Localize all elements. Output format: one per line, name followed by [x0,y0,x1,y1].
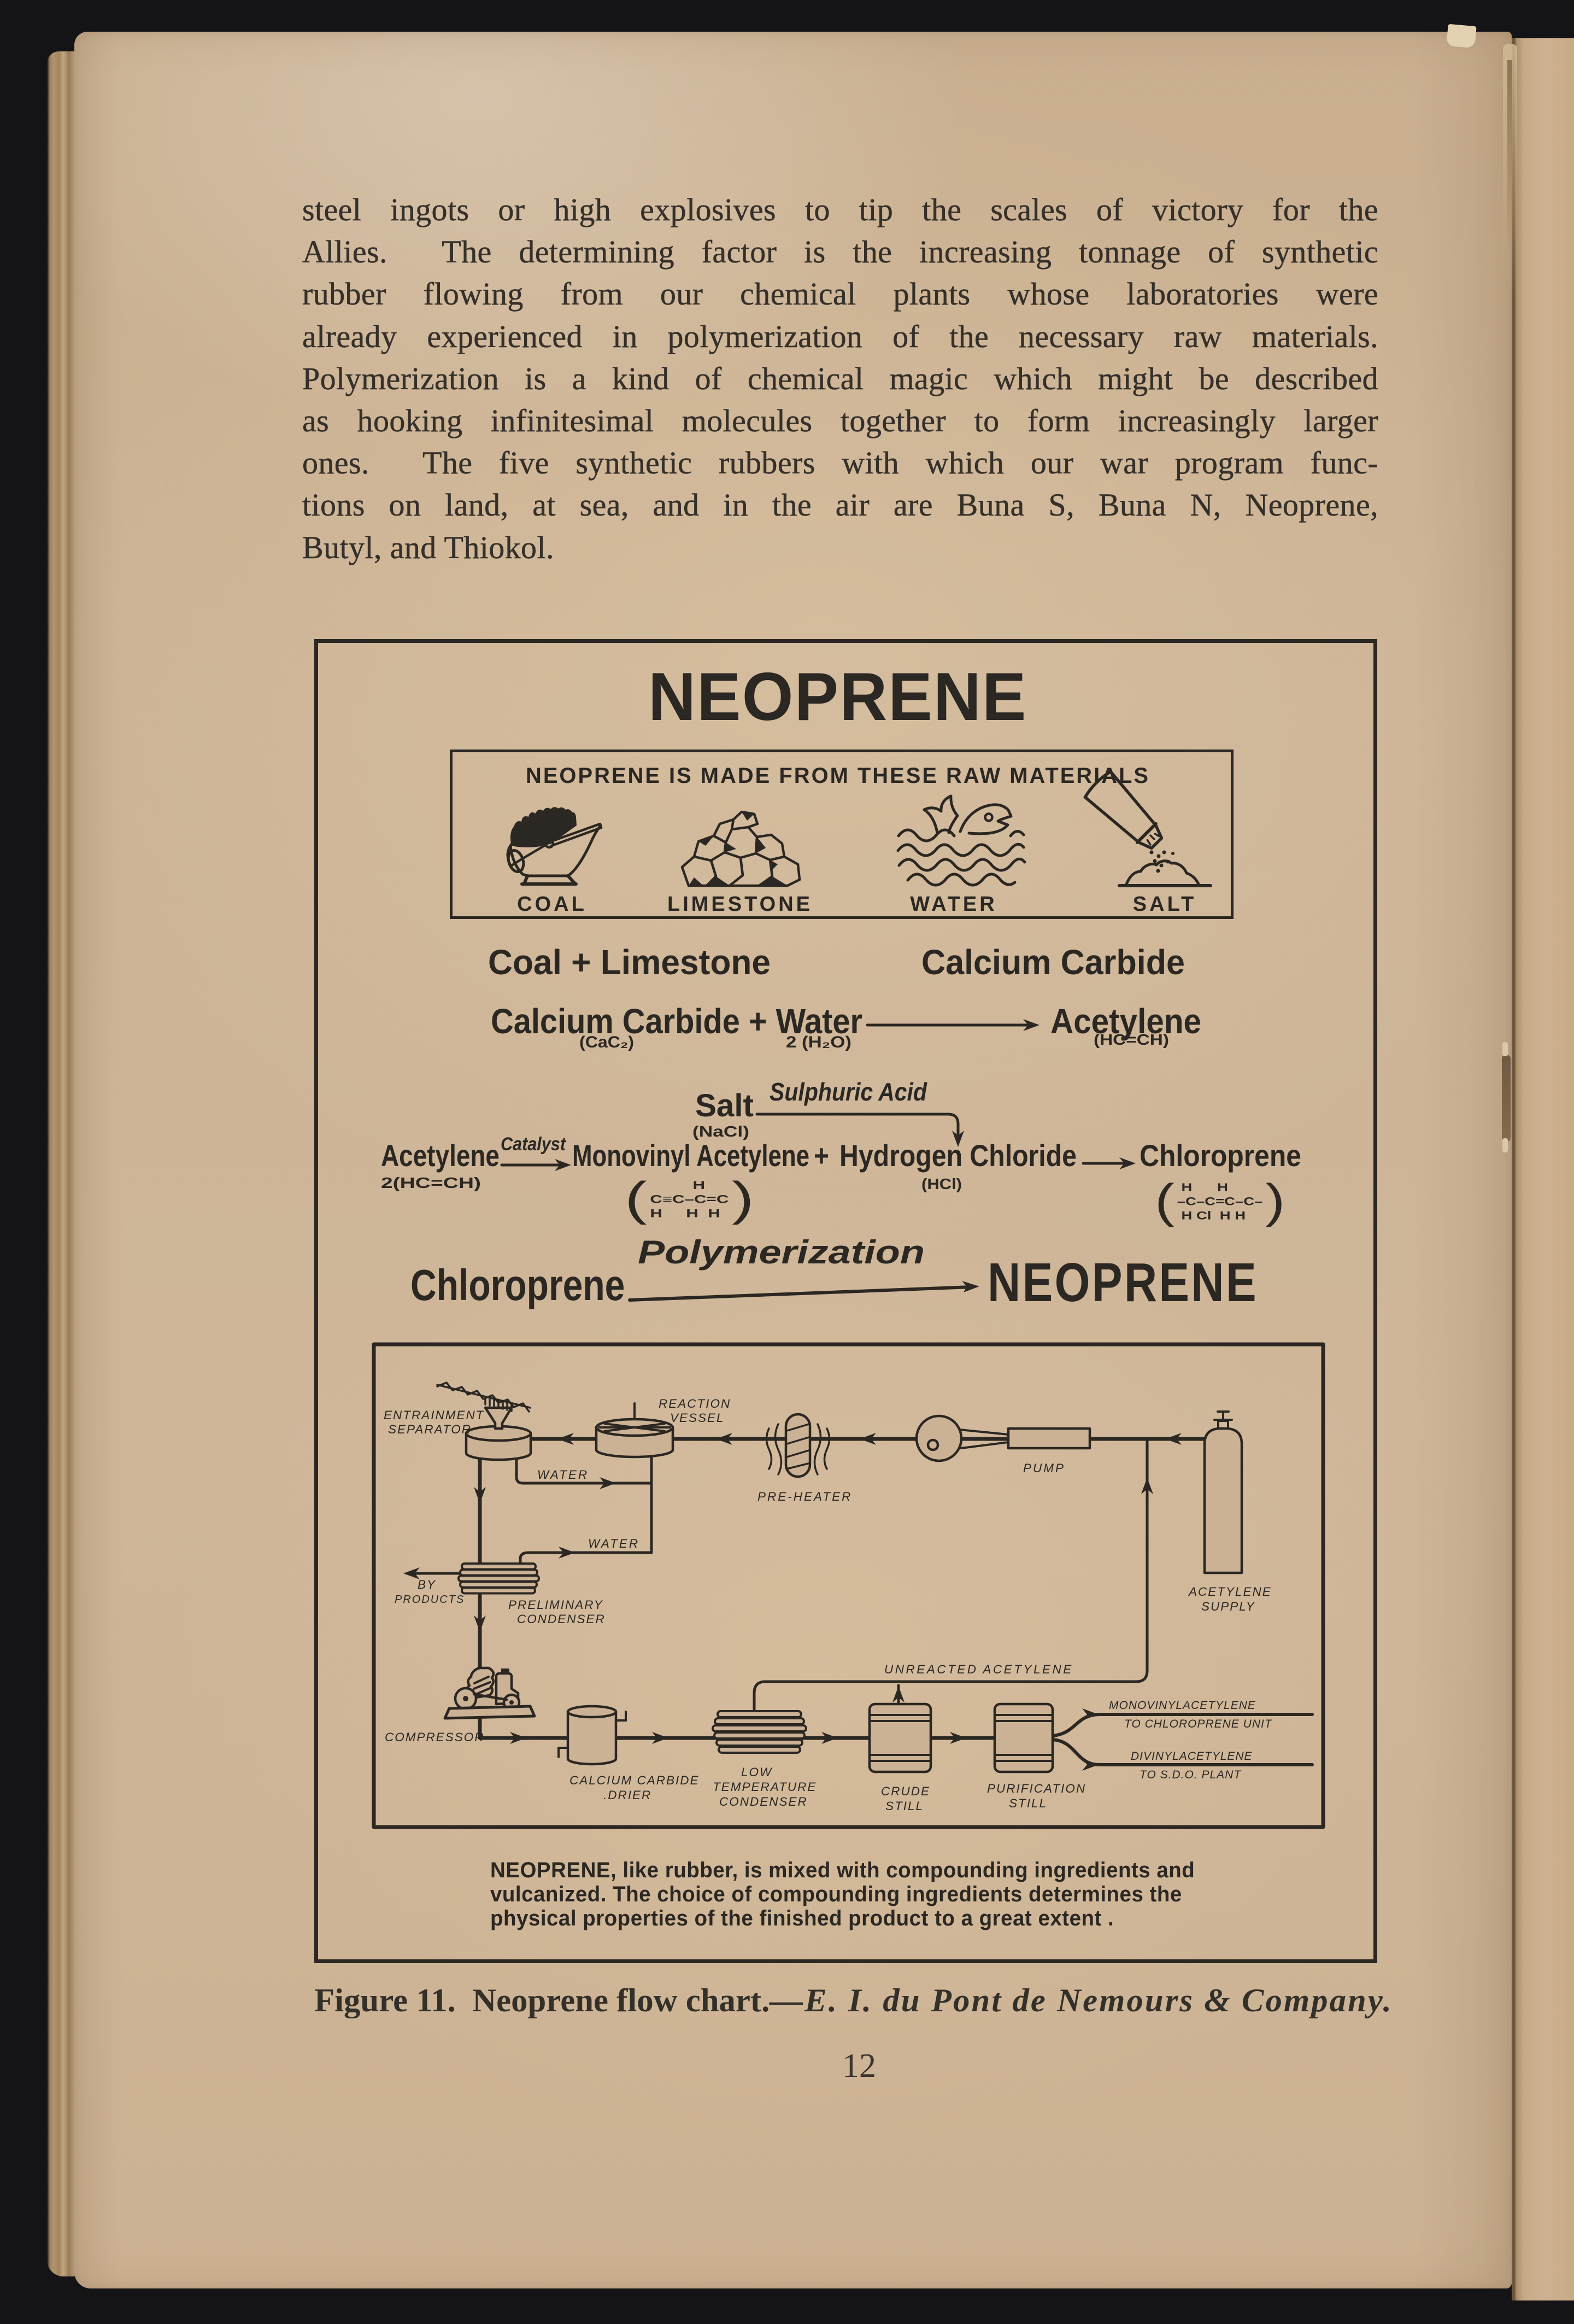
svg-text:COMPRESSOR: COMPRESSOR [385,1730,485,1744]
svg-text:LIMESTONE: LIMESTONE [667,893,813,916]
svg-text:ACETYLENE: ACETYLENE [1188,1585,1272,1599]
svg-text:VESSEL: VESSEL [670,1411,725,1425]
svg-text:SUPPLY: SUPPLY [1201,1600,1255,1613]
svg-text:STILL: STILL [1009,1796,1047,1810]
svg-text:TO S.D.O. PLANT: TO S.D.O. PLANT [1140,1769,1242,1781]
svg-text:CRUDE: CRUDE [881,1784,930,1798]
svg-text:.DRIER: .DRIER [603,1788,651,1802]
svg-text:PRODUCTS: PRODUCTS [395,1594,465,1606]
svg-text:PRE-HEATER: PRE-HEATER [757,1490,852,1503]
svg-text:PRELIMINARY: PRELIMINARY [508,1598,603,1612]
svg-text:STILL: STILL [885,1799,924,1813]
svg-text:REACTION: REACTION [659,1397,731,1410]
svg-text:BY: BY [418,1578,436,1591]
svg-text:WATER: WATER [910,893,997,916]
svg-text:TO CHLOROPRENE UNIT: TO CHLOROPRENE UNIT [1124,1718,1273,1730]
svg-text:PURIFICATION: PURIFICATION [987,1782,1086,1795]
svg-text:DIVINYLACETYLENE: DIVINYLACETYLENE [1131,1750,1253,1763]
svg-text:LOW: LOW [741,1765,772,1779]
svg-text:MONOVINYLACETYLENE: MONOVINYLACETYLENE [1109,1699,1256,1712]
svg-text:CALCIUM CARBIDE: CALCIUM CARBIDE [569,1773,700,1787]
svg-text:SEPARATOR: SEPARATOR [388,1423,472,1436]
svg-text:WATER: WATER [588,1537,639,1550]
svg-text:PUMP: PUMP [1023,1461,1065,1475]
svg-text:WATER: WATER [537,1468,589,1482]
svg-text:UNREACTED ACETYLENE: UNREACTED ACETYLENE [884,1662,1073,1676]
svg-text:COAL: COAL [517,893,587,916]
svg-text:CONDENSER: CONDENSER [517,1612,606,1626]
svg-text:SALT: SALT [1133,893,1196,916]
svg-text:TEMPERATURE: TEMPERATURE [713,1780,817,1794]
svg-text:ENTRAINMENT: ENTRAINMENT [384,1408,485,1422]
svg-text:CONDENSER: CONDENSER [719,1795,808,1808]
